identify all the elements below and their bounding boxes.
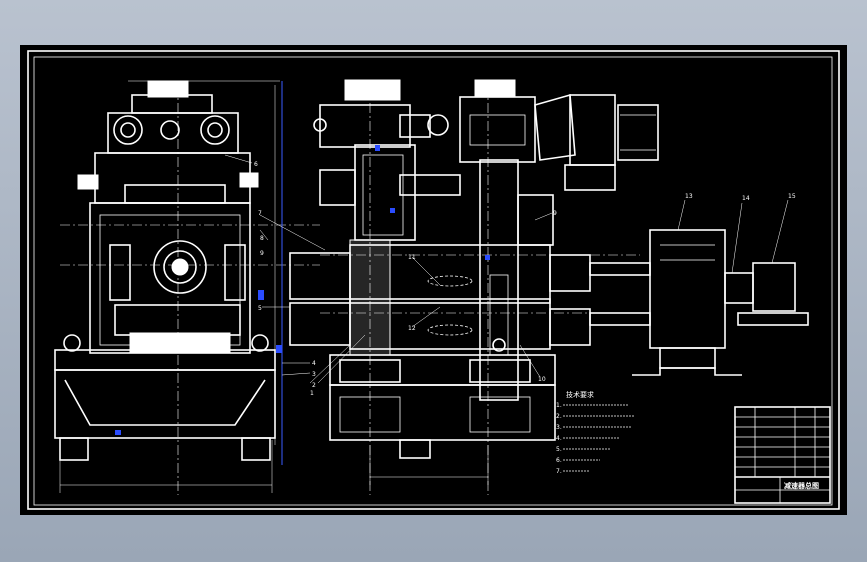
side-view bbox=[54, 80, 320, 495]
part-callouts: 6 7 8 9 9 5 4 3 2 1 11 12 10 13 14 15 bbox=[224, 154, 796, 397]
part-label-4: 4 bbox=[312, 360, 316, 367]
part-label-6: 6 bbox=[254, 161, 258, 168]
part-label-12: 12 bbox=[408, 325, 416, 332]
engineering-drawing: 6 7 8 9 9 5 4 3 2 1 11 12 10 13 14 15 技术… bbox=[27, 50, 840, 510]
part-label-5: 5 bbox=[258, 305, 262, 312]
title-block: 减速器总图 bbox=[734, 406, 831, 504]
part-label-10: 10 bbox=[538, 376, 546, 383]
drive-assembly bbox=[589, 229, 809, 376]
part-label-11: 11 bbox=[408, 254, 416, 261]
outer-border bbox=[27, 50, 840, 510]
note-line-5: 5. bbox=[556, 446, 562, 453]
part-label-2: 2 bbox=[312, 382, 316, 389]
part-label-15: 15 bbox=[788, 193, 796, 200]
part-label-1: 1 bbox=[310, 390, 314, 397]
part-label-7: 7 bbox=[258, 210, 262, 217]
technical-notes: 技术要求 1. 2. 3. 4. 5. 6. 7. bbox=[556, 390, 635, 475]
inner-border bbox=[33, 56, 833, 506]
part-label-9a: 9 bbox=[260, 250, 264, 257]
part-label-13: 13 bbox=[685, 193, 693, 200]
part-label-14: 14 bbox=[742, 195, 750, 202]
part-label-9b: 9 bbox=[553, 210, 557, 217]
technical-notes-title: 技术要求 bbox=[566, 390, 594, 399]
drawing-sheet: 6 7 8 9 9 5 4 3 2 1 11 12 10 13 14 15 技术… bbox=[20, 45, 847, 515]
note-line-7: 7. bbox=[556, 468, 562, 475]
note-line-3: 3. bbox=[556, 424, 562, 431]
front-view bbox=[289, 79, 659, 495]
part-label-3: 3 bbox=[312, 371, 316, 378]
part-label-8: 8 bbox=[260, 235, 264, 242]
note-line-4: 4. bbox=[556, 435, 562, 442]
note-line-6: 6. bbox=[556, 457, 562, 464]
title-block-title: 减速器总图 bbox=[784, 481, 819, 490]
note-line-1: 1. bbox=[556, 402, 562, 409]
note-line-2: 2. bbox=[556, 413, 562, 420]
